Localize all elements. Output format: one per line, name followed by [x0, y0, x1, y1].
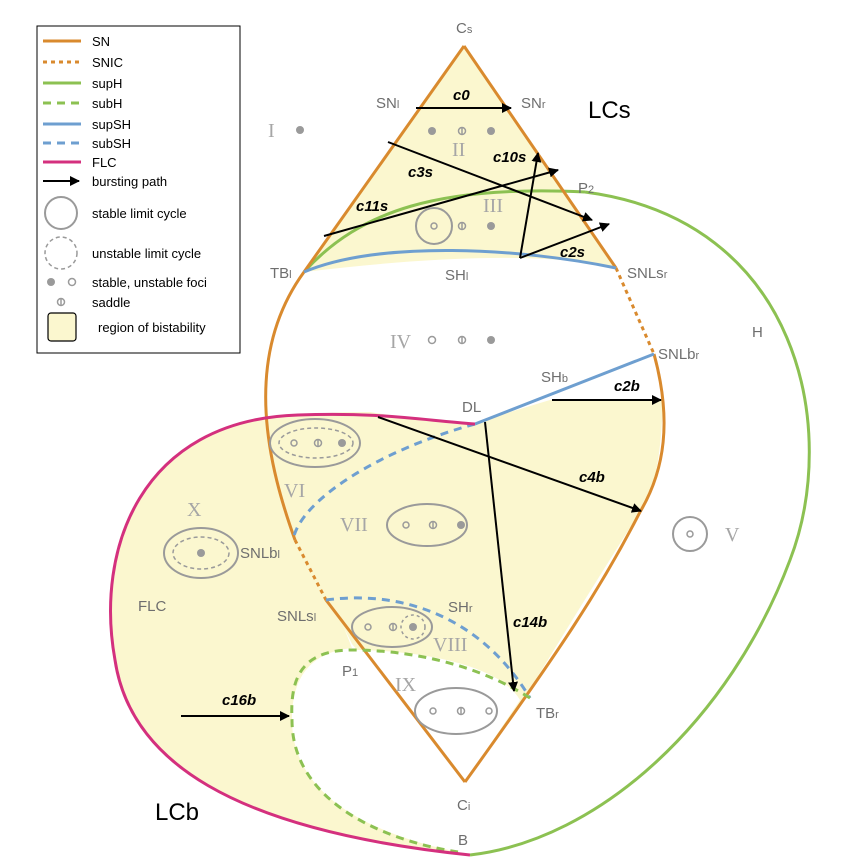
path-label-c0: c0 [453, 87, 470, 104]
label-tbr: TBr [536, 705, 559, 722]
phase-portrait-vii [386, 503, 468, 547]
label-snr: SNr [521, 95, 546, 112]
legend-item-subsh: subSH [43, 136, 131, 151]
region-vi: VI [284, 480, 305, 502]
legend-label-stable-lc: stable limit cycle [92, 206, 187, 221]
legend-item-saddle: saddle [56, 295, 130, 310]
label-p1: P1 [342, 663, 358, 680]
sn-curve-left-lower [324, 599, 467, 783]
flc-curve [109, 412, 476, 857]
subh-curve [290, 648, 531, 854]
label-lcs: LCs [588, 97, 631, 124]
path-label-c14b: c14b [513, 614, 547, 631]
phase-portrait-viii [351, 606, 433, 648]
label-shb: SHb [541, 369, 568, 386]
legend-label-subsh: subSH [92, 136, 131, 151]
legend-label-subh: subH [92, 96, 122, 111]
legend-label-suph: supH [92, 76, 122, 91]
label-h: H [752, 324, 763, 341]
label-dl: DL [462, 399, 481, 416]
outer-white-loop [352, 650, 520, 782]
arrow-c2s [519, 222, 610, 259]
path-label-c3s: c3s [408, 164, 433, 181]
bistable-region-lower-lobe [265, 400, 663, 782]
region-iii: III [483, 195, 503, 217]
label-ci: Ci [457, 797, 470, 814]
path-label-c16b: c16b [222, 692, 256, 709]
path-label-c10s: c10s [493, 149, 526, 166]
snic-curve-left [293, 539, 328, 601]
phase-portrait-v [672, 516, 708, 552]
label-snl: SNl [376, 95, 399, 112]
legend-item-subh: subH [43, 96, 122, 111]
supsh-top-curve [303, 249, 617, 274]
label-snlbr: SNLbr [658, 346, 700, 363]
arrow-c10s [519, 152, 542, 259]
path-label-c11s: c11s [356, 198, 388, 215]
phase-portrait-vi [269, 418, 361, 468]
label-b: B [458, 832, 468, 849]
phase-portrait-ii [428, 126, 495, 136]
legend-label-unstable-lc: unstable limit cycle [92, 246, 201, 261]
arrow-c3s [387, 141, 593, 222]
legend-item-bistable: region of bistability [47, 312, 206, 342]
legend-item-bursting: bursting path [43, 174, 167, 189]
sn-curve-left-lens [264, 271, 306, 541]
bistable-region-flc [110, 415, 470, 855]
path-label-c2b: c2b [614, 378, 640, 395]
legend-label-foci: stable, unstable foci [92, 275, 207, 290]
region-vii: VII [340, 514, 368, 536]
phase-portrait-i [296, 126, 304, 134]
phase-portrait-iii [415, 207, 495, 245]
label-shr: SHr [448, 599, 473, 616]
legend-item-snic: SNIC [43, 55, 123, 70]
label-p2: P2 [578, 180, 594, 197]
legend-label-bistable: region of bistability [98, 320, 206, 335]
region-v: V [725, 524, 740, 546]
region-iv: IV [390, 331, 412, 353]
legend-label-snic: SNIC [92, 55, 123, 70]
legend-item-unstable-lc: unstable limit cycle [44, 236, 201, 270]
label-cs: Cs [456, 20, 473, 37]
region-ix: IX [395, 674, 417, 696]
region-x: X [187, 499, 202, 521]
label-snlsr: SNLsr [627, 265, 668, 282]
legend-label-sn: SN [92, 34, 110, 49]
label-flc: FLC [138, 598, 167, 615]
region-viii: VIII [433, 634, 467, 656]
label-snlsl: SNLsl [277, 608, 316, 625]
label-tbl: TBl [270, 265, 292, 282]
path-label-c2s: c2s [560, 244, 585, 261]
legend-item-stable-lc: stable limit cycle [44, 196, 187, 230]
phase-portrait-iv [427, 335, 495, 345]
legend-box [36, 25, 241, 354]
legend-item-suph: supH [43, 76, 122, 91]
legend-label-saddle: saddle [92, 295, 130, 310]
h-curve [469, 190, 811, 857]
region-i: I [268, 120, 275, 142]
supsh-right-curve [474, 352, 655, 426]
phase-portrait-ix [414, 687, 498, 735]
label-snlbl: SNLbl [240, 545, 280, 562]
legend-label-bursting: bursting path [92, 174, 167, 189]
arrow-c11s [323, 167, 559, 237]
path-label-c4b: c4b [579, 469, 605, 486]
legend-label-flc: FLC [92, 155, 117, 170]
legend-item-foci: stable, unstable foci [47, 275, 207, 290]
label-lcb: LCb [155, 799, 199, 826]
region-ii: II [452, 139, 465, 161]
legend-label-supsh: supSH [92, 117, 131, 132]
subsh-lower-curve [325, 596, 532, 699]
label-shl: SHl [445, 267, 468, 284]
legend-item-supsh: supSH [43, 117, 131, 132]
arrow-c14b [484, 421, 519, 692]
legend-item-sn: SN [43, 34, 110, 49]
legend-item-flc: FLC [43, 155, 117, 170]
phase-portrait-x [163, 527, 239, 579]
sn-curve-right-lens [463, 353, 666, 783]
legend: SN SNIC supH subH supSH subSH FLC burst [36, 25, 241, 354]
arrow-c4b [377, 416, 642, 513]
